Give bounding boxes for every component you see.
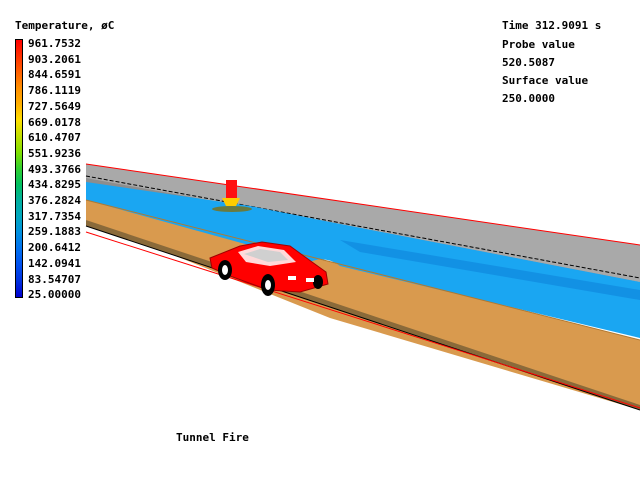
legend-tick-label: 434.8295 [28,178,81,192]
legend-tick-label: 610.4707 [28,131,81,145]
legend-tick-label: 142.0941 [28,256,81,270]
surface-value: 250.0000 [502,92,555,105]
floor-outline [85,225,640,411]
scene-caption: Tunnel Fire [176,431,249,444]
probe-value: 520.5087 [502,56,555,69]
legend-tick-label: 903.2061 [28,52,81,66]
ceiling-red-line [85,163,640,246]
legend-tick-label: 844.6591 [28,68,81,82]
legend-tick-label: 551.9236 [28,146,81,160]
legend-tick-label: 259.1883 [28,225,81,239]
fire-shadow [212,206,252,212]
fire-source[interactable] [226,180,237,198]
legend-tick-label: 727.5649 [28,99,81,113]
smoke-streak [340,240,640,300]
legend-tick-label: 493.3766 [28,162,81,176]
smoke-layer [86,182,640,338]
legend-tick-label: 317.7354 [28,209,81,223]
probe-label: Probe value [502,38,575,51]
legend-tick-label: 25.00000 [28,288,81,302]
car[interactable] [209,241,329,296]
legend-tick-label: 786.1119 [28,84,81,98]
legend-tick-label: 376.2824 [28,194,81,207]
floor-red-line [85,231,640,409]
smoke-edge [85,199,640,341]
surface-label: Surface value [502,74,589,87]
legend-tick-label: 83.54707 [28,272,81,286]
ceiling-black-line [85,175,640,279]
fire-base [222,198,240,206]
legend-title: Temperature, øC [15,19,115,32]
color-bar [15,39,23,298]
legend-tick-label: 200.6412 [28,241,81,255]
legend-tick-label: 961.7532 [28,37,81,50]
legend-tick-label: 669.0178 [28,115,81,129]
time-readout: Time 312.9091 s [502,19,602,32]
